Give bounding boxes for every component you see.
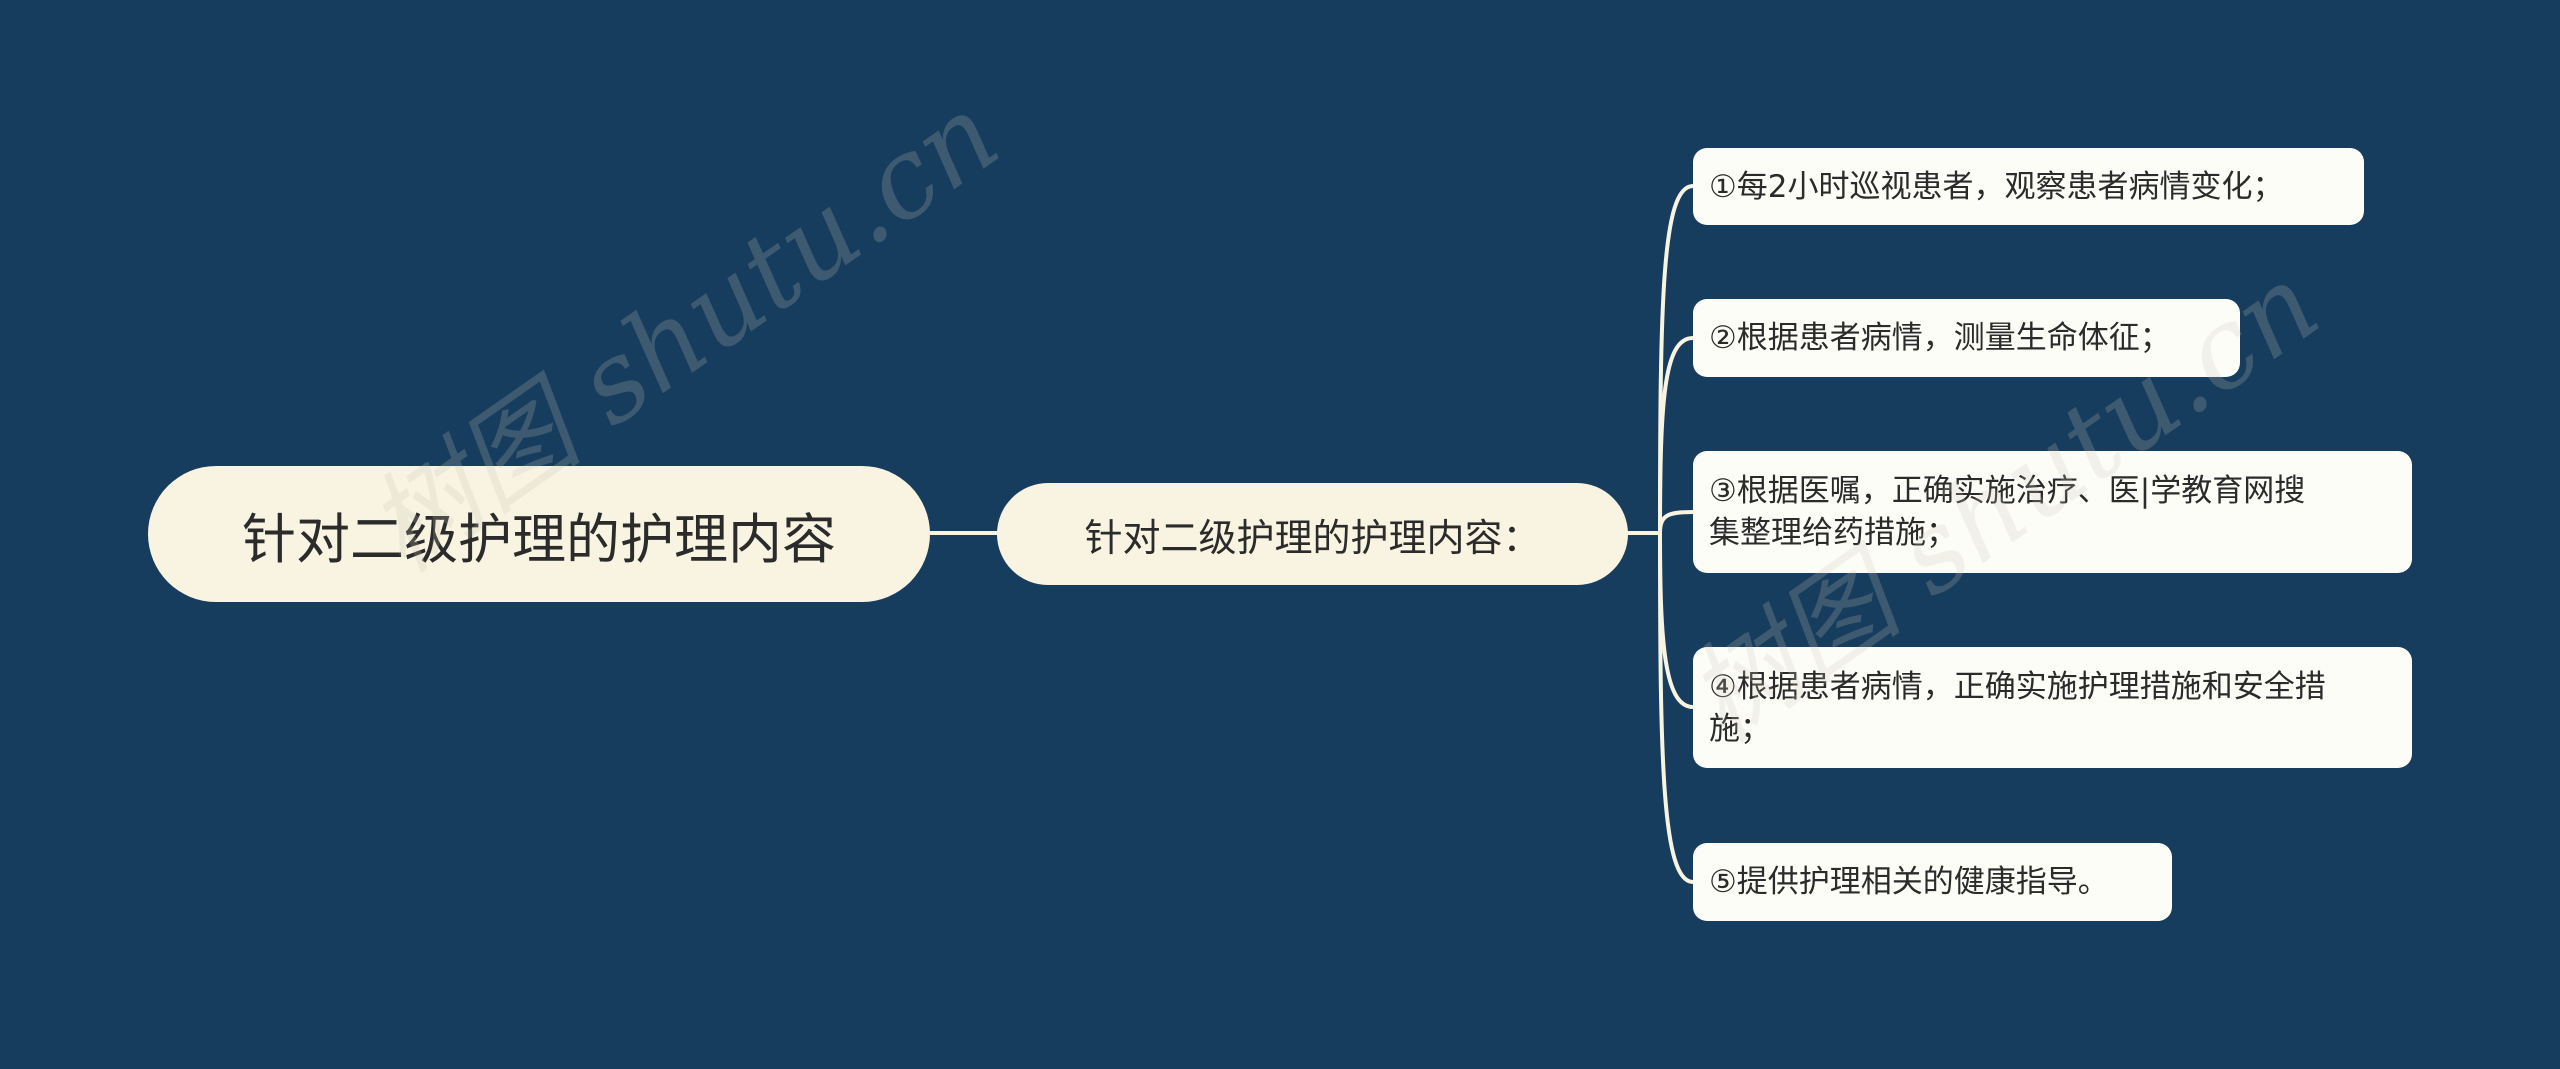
root-node[interactable]: 针对二级护理的护理内容 [148, 466, 930, 602]
leaf-node-5[interactable]: ⑤提供护理相关的健康指导。 [1693, 843, 2172, 921]
leaf-node-label-line1: ④根据患者病情，正确实施护理措施和安全措 [1709, 668, 2326, 705]
leaf-node-label: ①每2小时巡视患者，观察患者病情变化； [1709, 168, 2284, 205]
leaf-node-label: ⑤提供护理相关的健康指导。 [1709, 864, 2109, 900]
leaf-node-1[interactable]: ①每2小时巡视患者，观察患者病情变化； [1693, 148, 2364, 225]
leaf-node-label-line2: 施； [1709, 710, 1771, 747]
leaf-node-label-line2: 集整理给药措施； [1709, 515, 1957, 551]
leaf-node-4[interactable]: ④根据患者病情，正确实施护理措施和安全措 施； [1693, 647, 2412, 768]
leaf-node-label: ②根据患者病情，测量生命体征； [1709, 320, 2171, 356]
topic-node-label: 针对二级护理的护理内容： [1084, 515, 1541, 560]
leaf-node-2[interactable]: ②根据患者病情，测量生命体征； [1693, 299, 2240, 377]
leaf-node-3[interactable]: ③根据医嘱，正确实施治疗、医|学教育网搜 集整理给药措施； [1693, 451, 2412, 573]
topic-node[interactable]: 针对二级护理的护理内容： [997, 483, 1628, 585]
root-node-label: 针对二级护理的护理内容 [242, 507, 836, 571]
leaf-node-label-line1: ③根据医嘱，正确实施治疗、医|学教育网搜 [1709, 473, 2306, 509]
